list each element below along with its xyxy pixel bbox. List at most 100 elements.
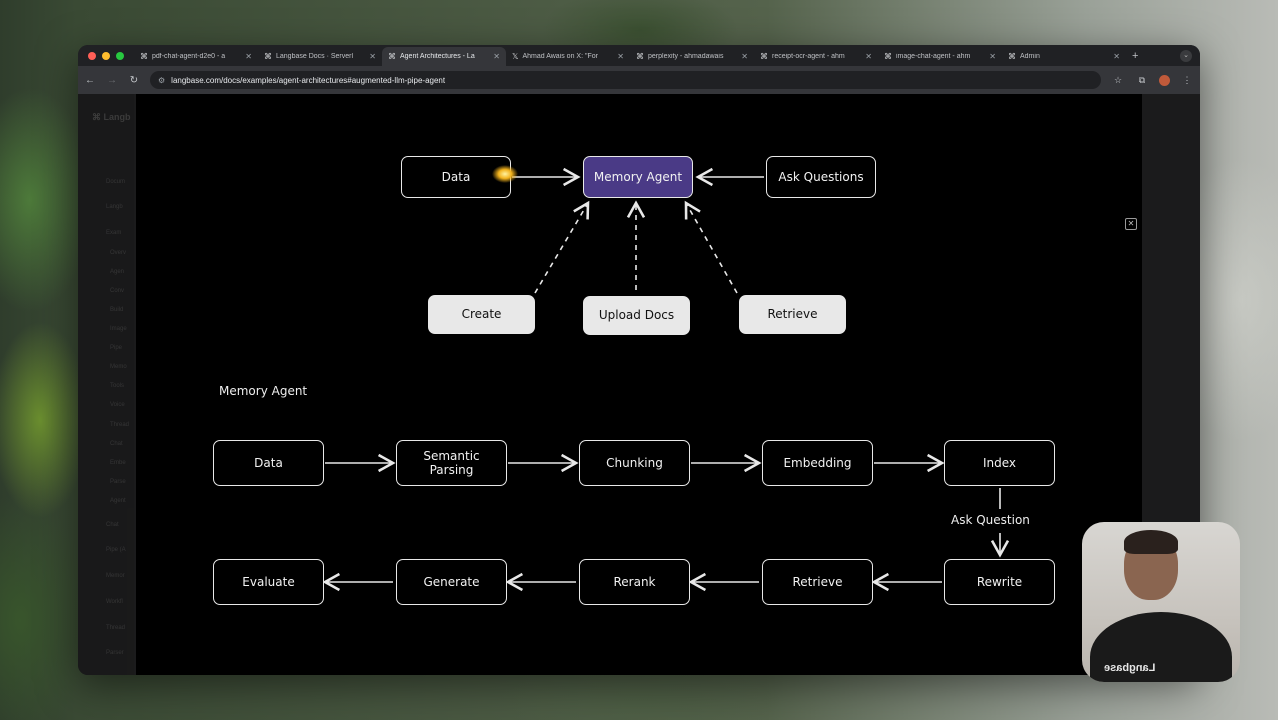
node-row2: Rerank	[579, 559, 690, 605]
node-ask-questions: Ask Questions	[766, 156, 876, 198]
tab-close-icon[interactable]: ✕	[617, 52, 624, 61]
tab-close-icon[interactable]: ✕	[989, 52, 996, 61]
sidebar-item[interactable]: Overv	[110, 250, 127, 256]
forward-arrow-icon[interactable]: →	[107, 74, 117, 86]
node-row1: Chunking	[579, 440, 690, 486]
tab-title: Admin	[1020, 53, 1040, 60]
node-row2: Rewrite	[944, 559, 1055, 605]
tab-close-icon[interactable]: ✕	[1113, 52, 1120, 61]
sidebar-item[interactable]: Thread	[110, 422, 130, 428]
sidebar-item[interactable]: Parser	[106, 650, 124, 656]
arrow-create-to-memory-agent	[534, 200, 590, 294]
node-create: Create	[428, 295, 535, 334]
tab-favicon-icon: 𝕏	[512, 52, 519, 61]
browser-tab-active[interactable]: ⌘ Agent Architectures - La ✕	[382, 47, 506, 66]
sidebar-item[interactable]: Agent	[110, 498, 126, 504]
sidebar-item[interactable]: Pipe (A	[106, 547, 126, 553]
browser-tab[interactable]: ⌘ image-chat-agent - ahm ✕	[878, 47, 1002, 66]
sidebar-item[interactable]: Build	[110, 307, 124, 313]
node-retrieve-top: Retrieve	[739, 295, 846, 334]
sidebar-item[interactable]: Embe	[110, 460, 126, 466]
address-bar[interactable]: ⚙ langbase.com/docs/examples/agent-archi…	[150, 71, 1101, 89]
minimize-window-button[interactable]	[102, 51, 110, 60]
sidebar-item[interactable]: Parse	[110, 479, 126, 485]
browser-toolbar: ← → ↻ ⚙ langbase.com/docs/examples/agent…	[78, 66, 1200, 94]
site-info-icon[interactable]: ⚙	[158, 75, 166, 85]
shirt-logo-text: Langbase	[1104, 662, 1156, 674]
arrow-retrieve-to-memory-agent	[684, 200, 738, 294]
connector-label-ask-question: Ask Question	[951, 513, 1030, 527]
browser-tab[interactable]: ⌘ perplexity - ahmadawais ✕	[630, 47, 754, 66]
node-data: Data	[401, 156, 511, 198]
sidebar-item[interactable]: Agen	[110, 269, 125, 275]
browser-tab[interactable]: ⌘Admin✕	[1002, 47, 1126, 66]
tab-close-icon[interactable]: ✕	[369, 52, 376, 61]
sidebar-item[interactable]: Voice	[110, 402, 125, 408]
close-diagram-icon[interactable]: ✕	[1125, 218, 1137, 230]
node-memory-agent: Memory Agent	[583, 156, 693, 198]
bookmark-star-icon[interactable]: ☆	[1113, 74, 1123, 85]
node-row1: Semantic Parsing	[396, 440, 507, 486]
sidebar-item[interactable]: Memor	[106, 573, 125, 579]
tab-title: receipt-ocr-agent - ahm	[772, 53, 845, 60]
tab-favicon-icon: ⌘	[388, 52, 396, 61]
tab-strip: ⌘ pdf-chat-agent-d2e0 - a ✕ ⌘ Langbase Docs…	[134, 45, 1200, 66]
tab-favicon-icon: ⌘	[760, 52, 768, 61]
window-controls	[78, 51, 134, 60]
tab-title: Langbase Docs · Serverl	[276, 53, 354, 60]
presenter-body	[1090, 612, 1232, 682]
tab-title: image-chat-agent - ahm	[896, 53, 971, 60]
sidebar-item[interactable]: Workfl	[106, 599, 123, 605]
close-window-button[interactable]	[88, 51, 96, 60]
node-row2: Generate	[396, 559, 507, 605]
sidebar-item[interactable]: Chat	[106, 522, 119, 528]
browser-tab[interactable]: ⌘ pdf-chat-agent-d2e0 - a ✕	[134, 47, 258, 66]
webcam-overlay: Langbase	[1082, 522, 1240, 682]
sidebar-item[interactable]: Exam	[106, 230, 122, 236]
sidebar-item[interactable]: Docum	[106, 179, 126, 185]
tab-title: Ahmad Awais on X: "For	[522, 53, 598, 60]
tab-close-icon[interactable]: ✕	[741, 52, 748, 61]
laser-pointer-cursor-icon	[492, 165, 518, 183]
back-arrow-icon[interactable]: ←	[85, 74, 95, 86]
section-title-memory-agent: Memory Agent	[219, 384, 308, 398]
node-upload-docs: Upload Docs	[583, 296, 690, 335]
node-row2: Evaluate	[213, 559, 324, 605]
browser-menu-icon[interactable]: ⋮	[1182, 74, 1192, 85]
sidebar-item[interactable]: Pipe	[110, 345, 123, 351]
sidebar-item[interactable]: Thread	[106, 625, 126, 631]
tab-close-icon[interactable]: ✕	[245, 52, 252, 61]
new-tab-plus-icon[interactable]: +	[1132, 49, 1139, 62]
tab-favicon-icon: ⌘	[140, 52, 148, 61]
browser-tab[interactable]: ⌘ receipt-ocr-agent - ahm ✕	[754, 47, 878, 66]
sidebar-item[interactable]: Chat	[110, 441, 123, 447]
sidebar-item[interactable]: Conv	[110, 288, 125, 294]
sidebar-item[interactable]: Image	[110, 326, 127, 332]
tab-favicon-icon: ⌘	[264, 52, 272, 61]
presenter-hair	[1124, 530, 1178, 554]
sidebar-item[interactable]: Memo	[110, 364, 127, 370]
tab-favicon-icon: ⌘	[884, 52, 892, 61]
tab-close-icon[interactable]: ✕	[865, 52, 872, 61]
reload-icon[interactable]: ↻	[129, 74, 139, 86]
node-row1: Index	[944, 440, 1055, 486]
tab-bar: ⌘ pdf-chat-agent-d2e0 - a ✕ ⌘ Langbase Docs…	[78, 45, 1200, 66]
tab-title: Agent Architectures - La	[400, 53, 475, 60]
node-row2: Retrieve	[762, 559, 873, 605]
tab-close-icon[interactable]: ✕	[493, 52, 500, 61]
extensions-icon[interactable]: ⧉	[1138, 74, 1146, 85]
tab-favicon-icon: ⌘	[636, 52, 644, 61]
node-row1: Data	[213, 440, 324, 486]
sidebar-item[interactable]: Tools	[110, 383, 125, 389]
tab-title: perplexity - ahmadawais	[648, 53, 724, 60]
tab-search-chevron-icon[interactable]: ⌄	[1180, 50, 1192, 62]
sidebar-item[interactable]: Langb	[106, 204, 123, 210]
url-text: langbase.com/docs/examples/agent-archite…	[171, 75, 446, 85]
tab-title: pdf-chat-agent-d2e0 - a	[152, 53, 226, 60]
browser-tab[interactable]: ⌘ Langbase Docs · Serverl ✕	[258, 47, 382, 66]
maximize-window-button[interactable]	[116, 51, 124, 60]
node-row1: Embedding	[762, 440, 873, 486]
profile-avatar[interactable]	[1159, 74, 1170, 86]
